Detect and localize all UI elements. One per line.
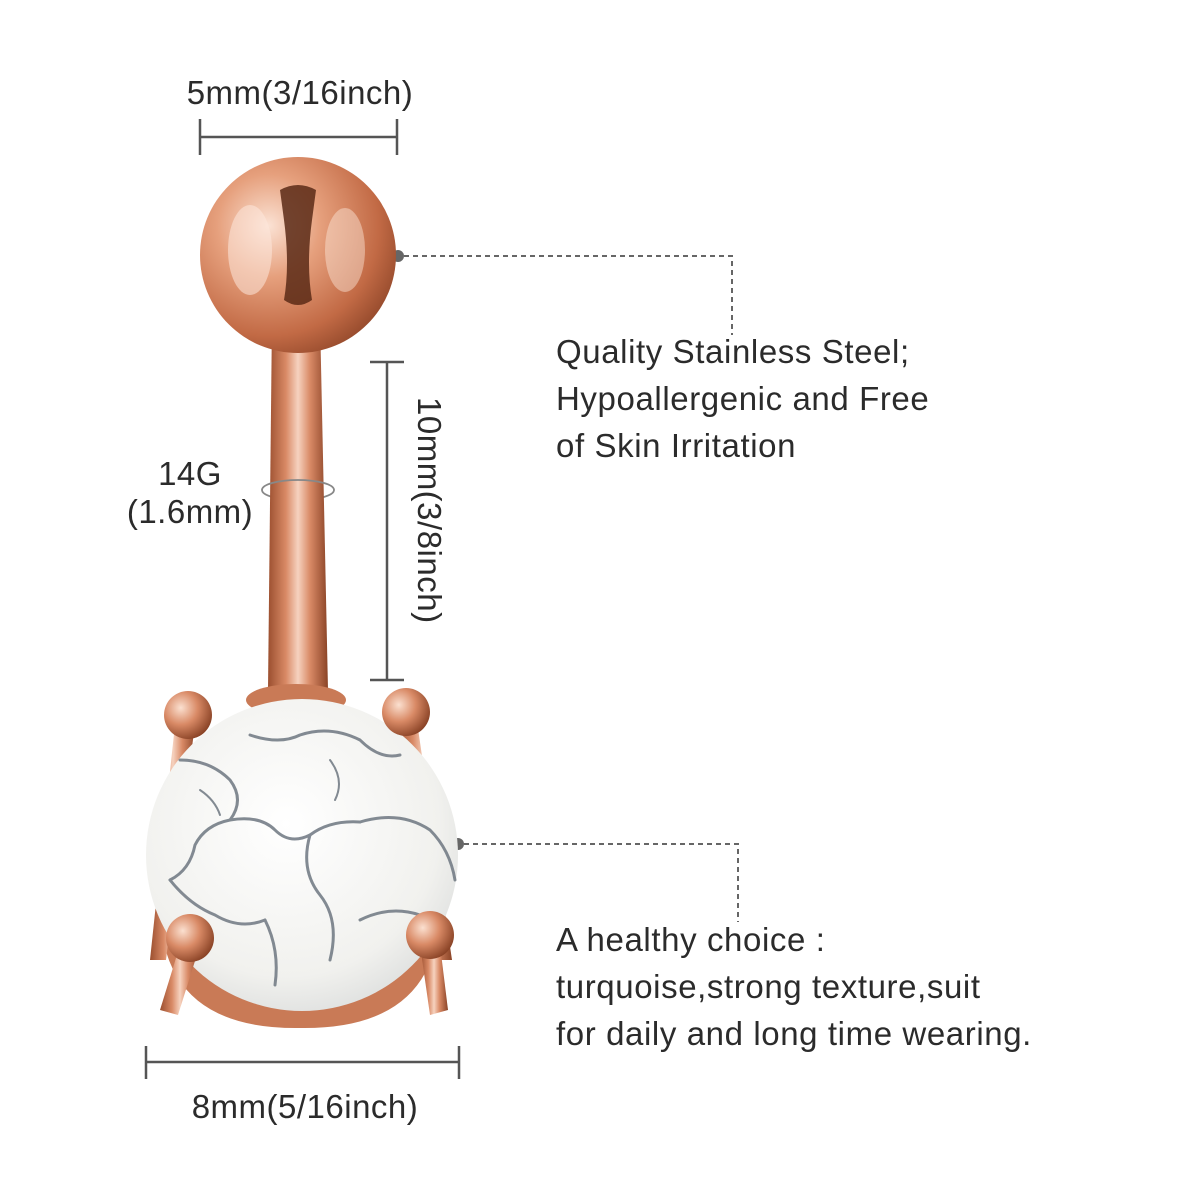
bar-gauge-line-1: 14G — [158, 455, 222, 492]
front-prongs — [160, 945, 448, 1015]
stone-callout: A healthy choice : turquoise,strong text… — [556, 916, 1032, 1057]
prong-tips — [164, 688, 454, 962]
bar-length-dimension — [370, 360, 404, 682]
material-callout-line: of Skin Irritation — [556, 427, 797, 464]
material-callout-line: Quality Stainless Steel; — [556, 333, 910, 370]
gauge-ring-front — [261, 479, 335, 491]
stone-callout-line: turquoise,strong texture,suit — [556, 968, 981, 1005]
material-leader-line — [392, 250, 733, 335]
material-callout: Quality Stainless Steel; Hypoallergenic … — [556, 328, 929, 469]
gem-width-label: 8mm(5/16inch) — [191, 1088, 419, 1125]
bar-gauge-label: 14G (1.6mm) — [110, 455, 270, 531]
top-ball-width-label: 5mm(3/16inch) — [186, 74, 414, 111]
barbell-bar — [268, 318, 328, 690]
stone-callout-line: A healthy choice : — [556, 921, 826, 958]
top-ball-width-dimension — [198, 119, 399, 155]
material-callout-line: Hypoallergenic and Free — [556, 380, 930, 417]
turquoise-stone — [146, 699, 458, 1011]
stone-leader-line — [452, 838, 739, 922]
bar-gauge-line-2: (1.6mm) — [126, 492, 254, 530]
gem-width-dimension — [144, 1046, 461, 1079]
bar-length-label: 10mm(3/8inch) — [411, 397, 448, 624]
stone-callout-line: for daily and long time wearing. — [556, 1015, 1032, 1052]
top-ball — [200, 157, 396, 353]
